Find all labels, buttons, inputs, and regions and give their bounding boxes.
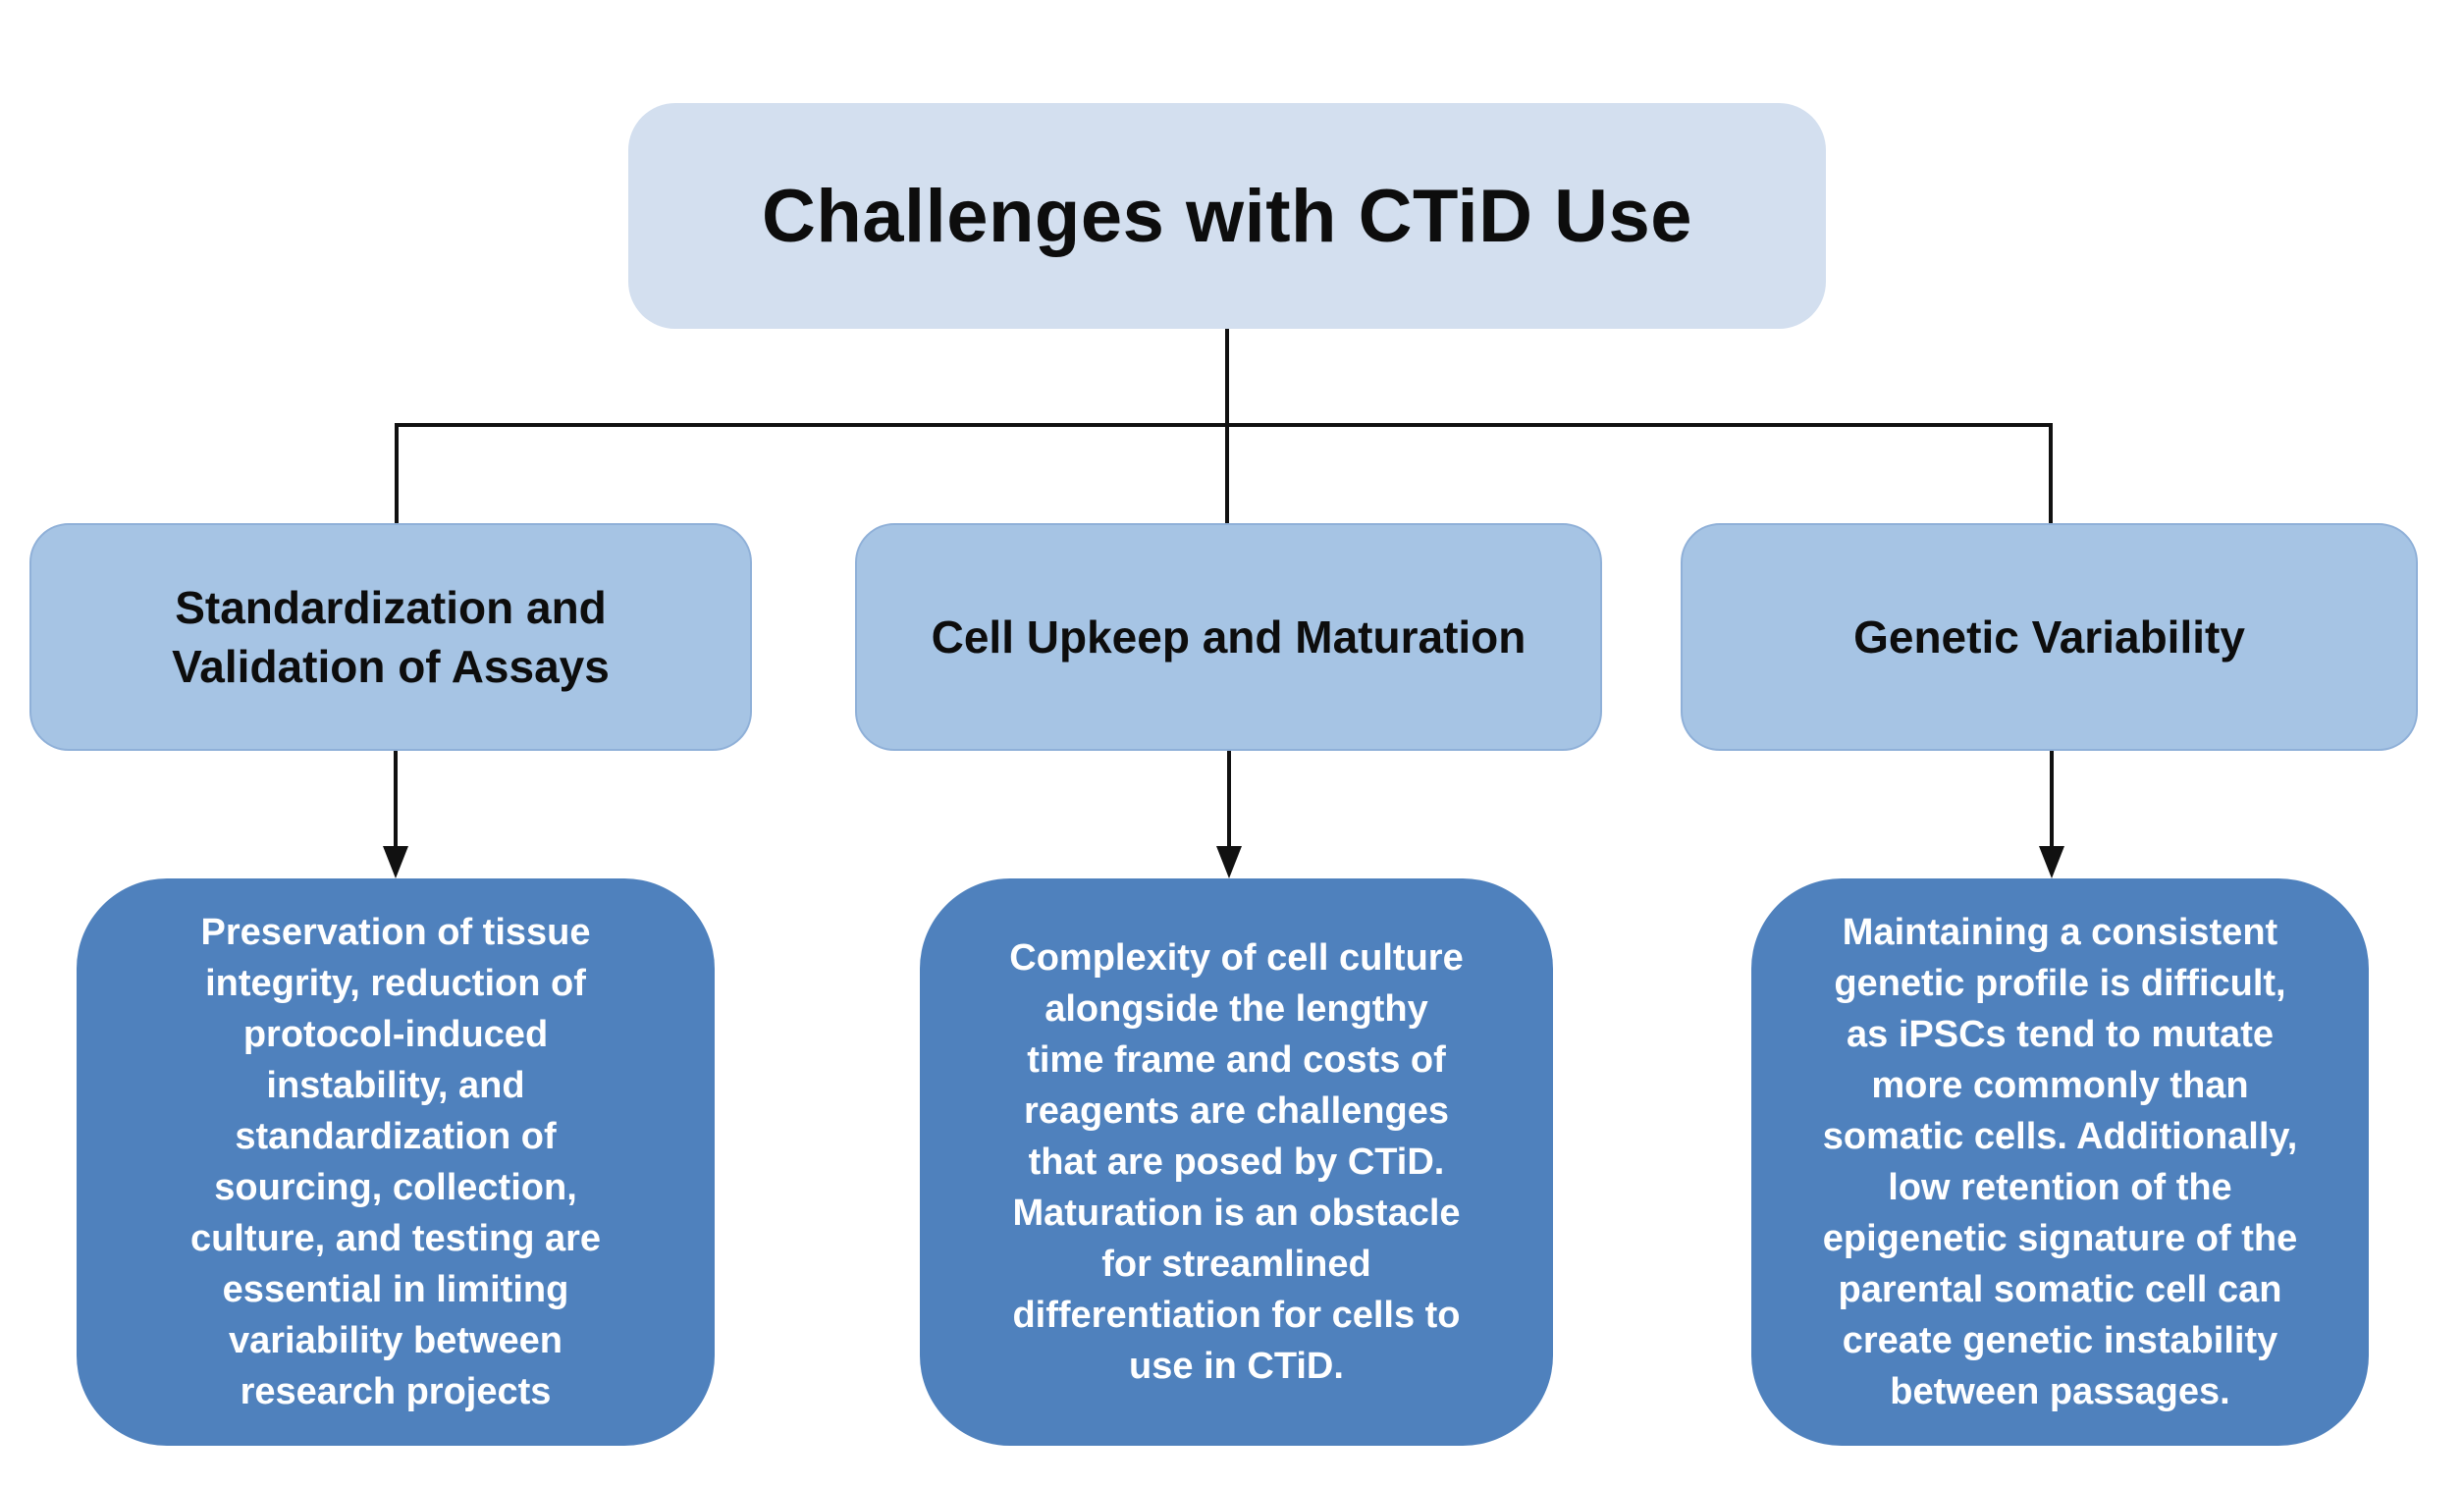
branch-node-genetic-variability: Genetic Variability xyxy=(1681,523,2418,751)
branch-label: Cell Upkeep and Maturation xyxy=(931,611,1527,663)
detail-text: Maintaining a consistent genetic profile… xyxy=(1822,912,2298,1412)
branch-label: Standardization and Validation of Assays xyxy=(172,582,610,692)
arrow-genetic xyxy=(2039,751,2064,878)
arrow-standardization xyxy=(383,751,408,878)
branch-node-standardization-and-validation-of-assays: Standardization and Validation of Assays xyxy=(29,523,752,751)
detail-node-standardization-and-validation-of-assays: Preservation of tissue integrity, reduct… xyxy=(77,878,715,1446)
branch-node-cell-upkeep-and-maturation: Cell Upkeep and Maturation xyxy=(855,523,1602,751)
detail-node-genetic-variability: Maintaining a consistent genetic profile… xyxy=(1751,878,2369,1446)
branch-label: Genetic Variability xyxy=(1853,611,2245,663)
root-node-label: Challenges with CTiD Use xyxy=(761,174,1693,258)
root-node: Challenges with CTiD Use xyxy=(628,103,1826,329)
arrow-cell-upkeep xyxy=(1216,751,1242,878)
detail-text: Complexity of cell culture alongside the… xyxy=(1009,937,1464,1387)
detail-node-cell-upkeep-and-maturation: Complexity of cell culture alongside the… xyxy=(920,878,1553,1446)
detail-text: Preservation of tissue integrity, reduct… xyxy=(189,912,602,1412)
